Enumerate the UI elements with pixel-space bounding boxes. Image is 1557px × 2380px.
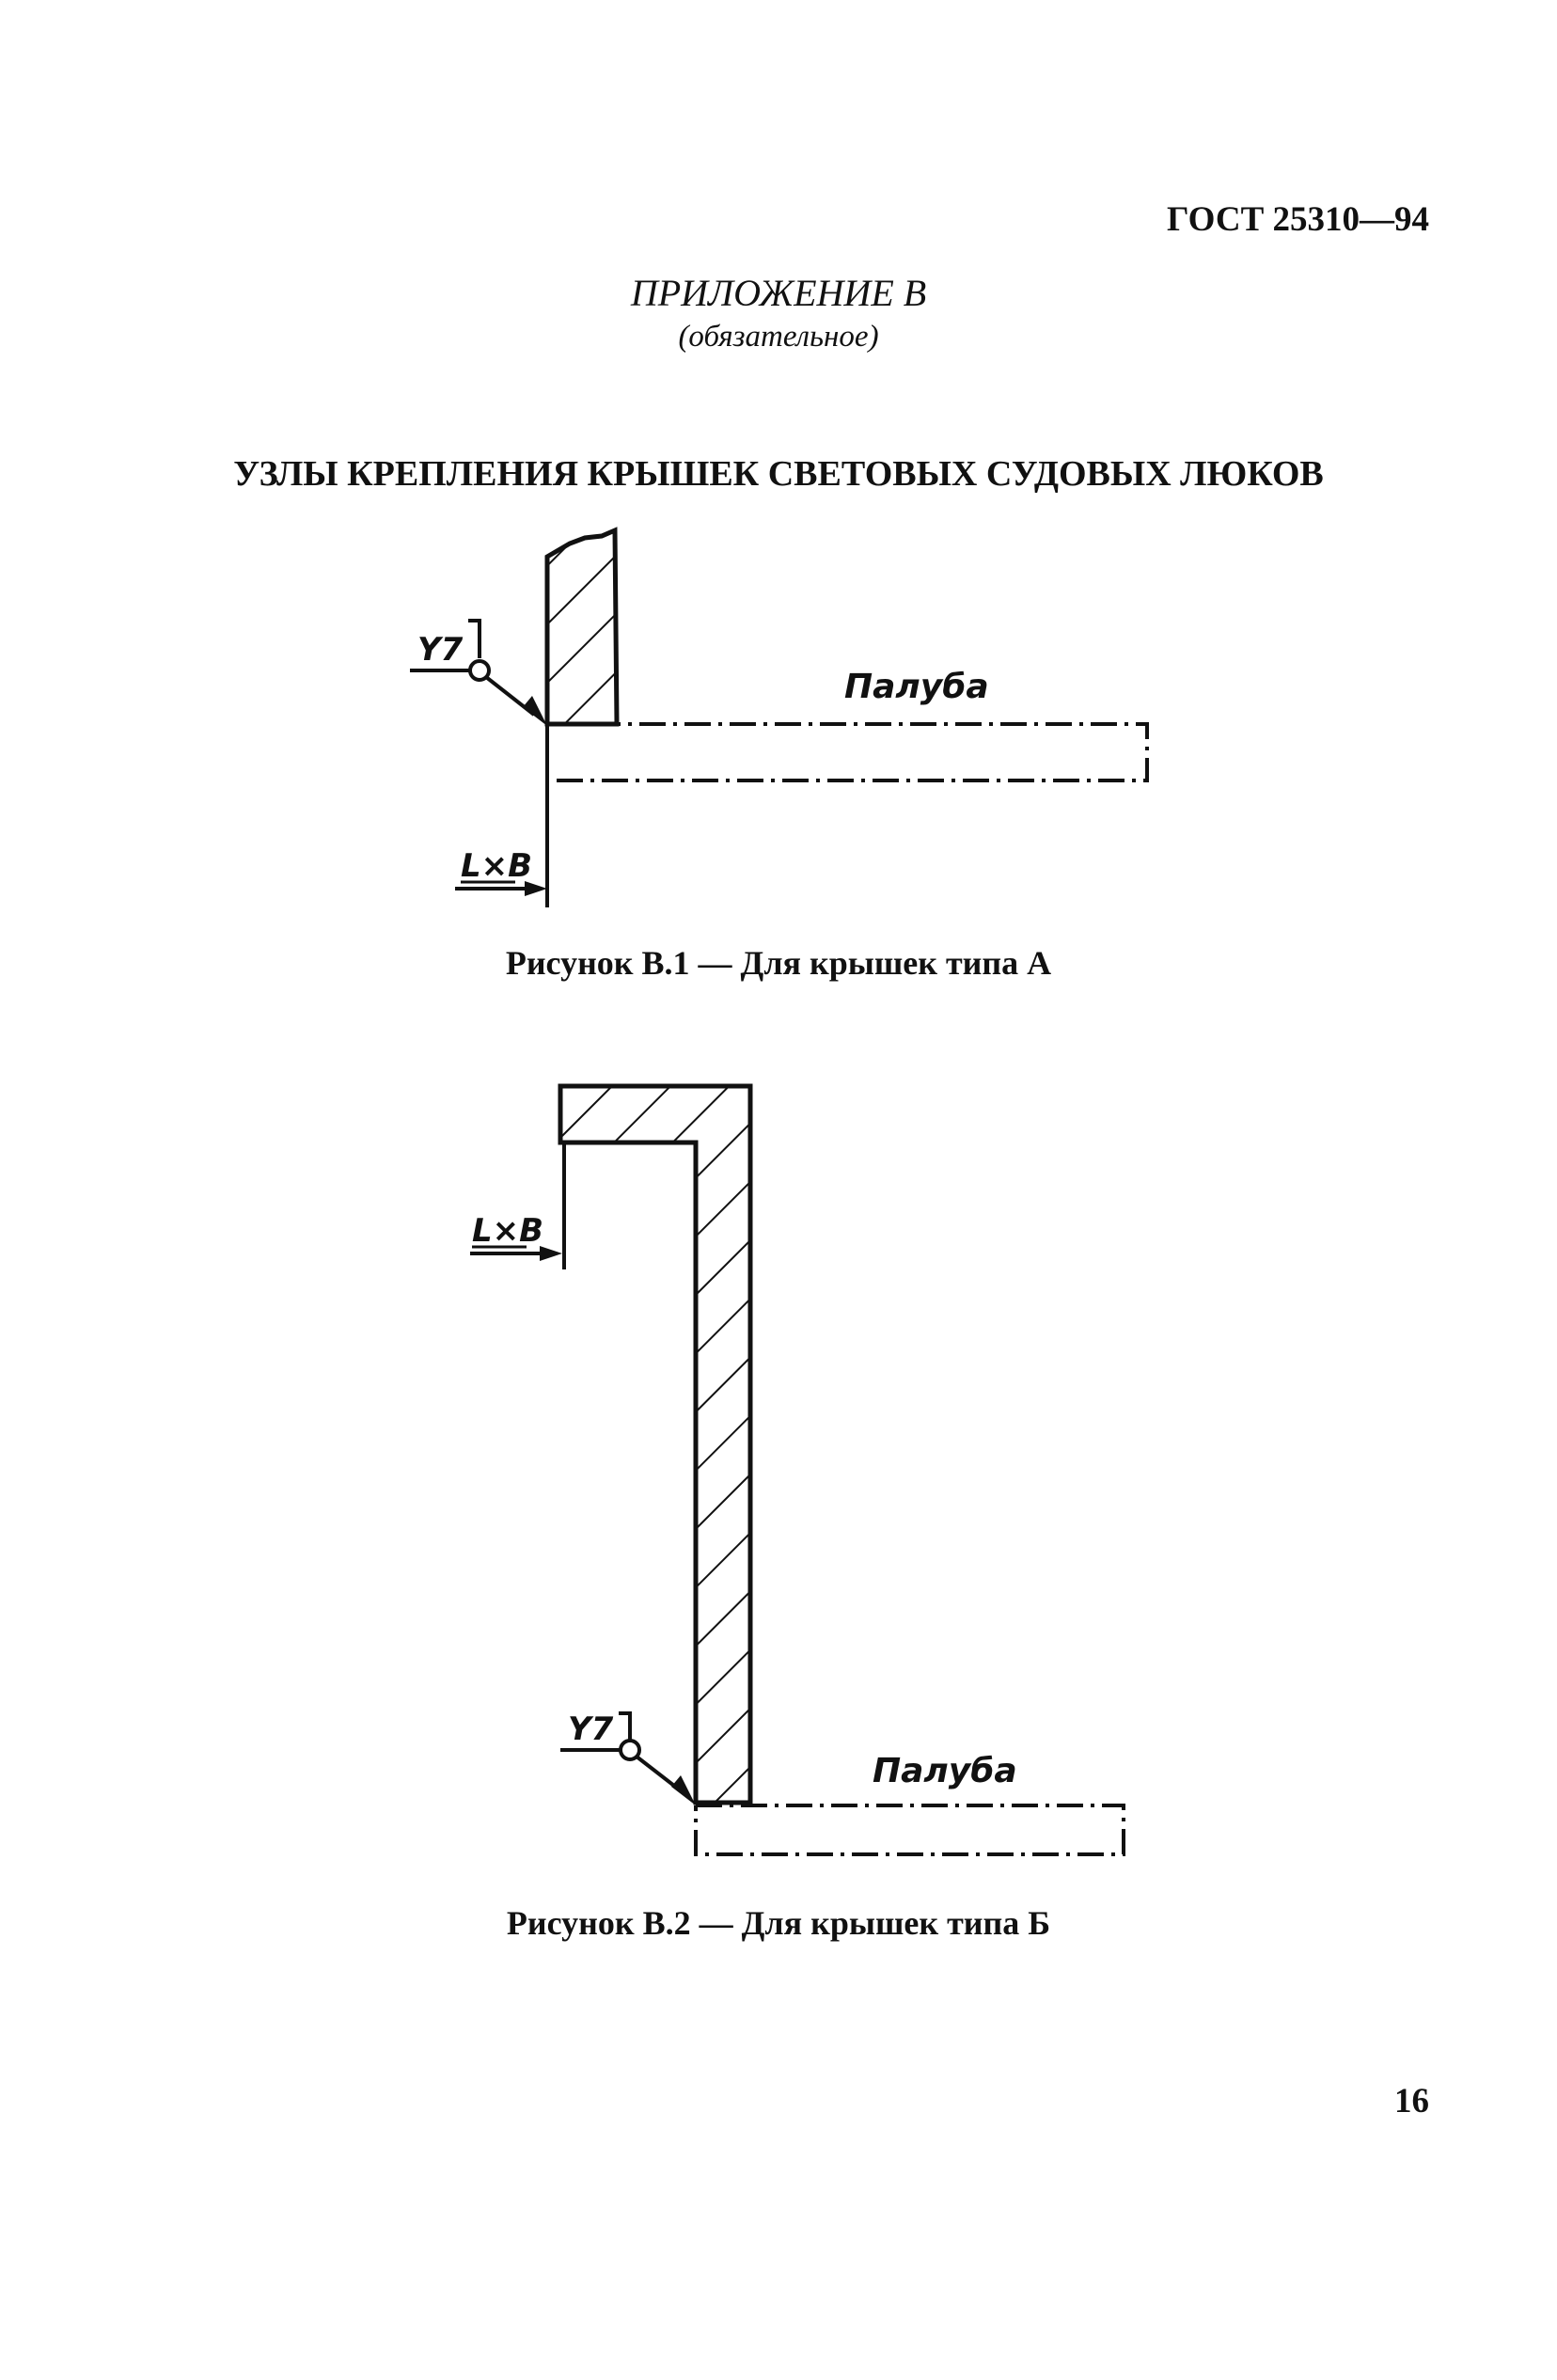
standard-number: ГОСТ 25310—94: [1167, 200, 1429, 239]
figure-b2-drawing: L×B Y7 Палуба: [470, 1083, 1125, 1856]
fig1-weld-circle-icon: [468, 659, 491, 682]
fig1-dimension-label: L×B: [461, 847, 532, 885]
fig2-dimension-label: L×B: [472, 1212, 543, 1250]
figure-b1-drawing: L×B Y7 Палуба: [410, 527, 1149, 907]
fig1-cover-wall: [544, 527, 620, 727]
figure-b1-caption: Рисунок В.1 — Для крышек типа А: [505, 944, 1052, 982]
fig1-weld-mark: Y7: [417, 631, 464, 669]
appendix-note: (обязательное): [678, 320, 879, 354]
fig1-dimension-arrow-icon: [525, 881, 547, 896]
fig1-deck: [549, 722, 1149, 782]
section-title: УЗЛЫ КРЕПЛЕНИЯ КРЫШЕК СВЕТОВЫХ СУДОВЫХ Л…: [233, 454, 1324, 494]
page-number: 16: [1394, 2082, 1429, 2120]
figure-b2-caption: Рисунок В.2 — Для крышек типа Б: [506, 1904, 1051, 1942]
fig2-dimension-arrow-icon: [540, 1246, 562, 1261]
fig2-deck: [694, 1804, 1125, 1856]
fig2-weld-circle-icon: [619, 1739, 641, 1761]
fig2-deck-label: Палуба: [873, 1752, 1017, 1790]
fig2-weld-arrow-icon: [671, 1775, 696, 1805]
fig1-deck-label: Палуба: [844, 668, 989, 706]
fig2-cover-profile: [558, 1083, 753, 1805]
appendix-title: ПРИЛОЖЕНИЕ В: [630, 272, 927, 314]
fig2-weld-mark: Y7: [568, 1710, 614, 1748]
fig1-weld-arrow-icon: [523, 696, 547, 726]
